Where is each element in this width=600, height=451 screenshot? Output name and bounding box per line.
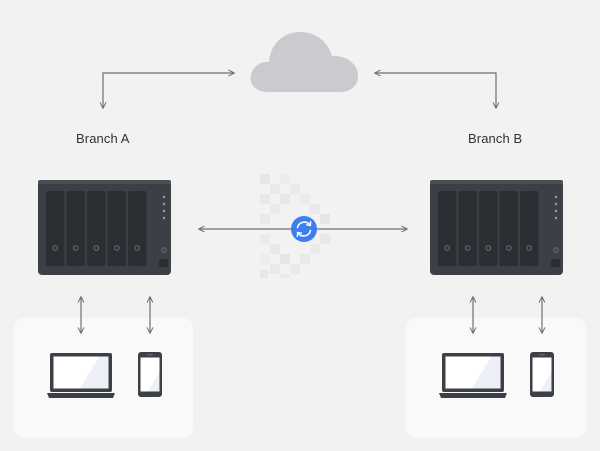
nas-device-icon: [430, 180, 563, 275]
connector-cloud-branch-b: [374, 69, 500, 109]
nas-device-icon: [38, 180, 171, 275]
branch-b-label: Branch B: [468, 131, 523, 146]
branch-a-label: Branch A: [76, 131, 130, 146]
smartphone-icon: [530, 352, 554, 397]
cloud-icon: [250, 32, 358, 92]
connector-cloud-branch-a: [99, 69, 235, 109]
laptop-icon: [439, 353, 507, 398]
laptop-icon: [47, 353, 115, 398]
smartphone-icon: [138, 352, 162, 397]
sync-motion-trail: [260, 174, 330, 278]
sync-icon: [291, 216, 317, 242]
